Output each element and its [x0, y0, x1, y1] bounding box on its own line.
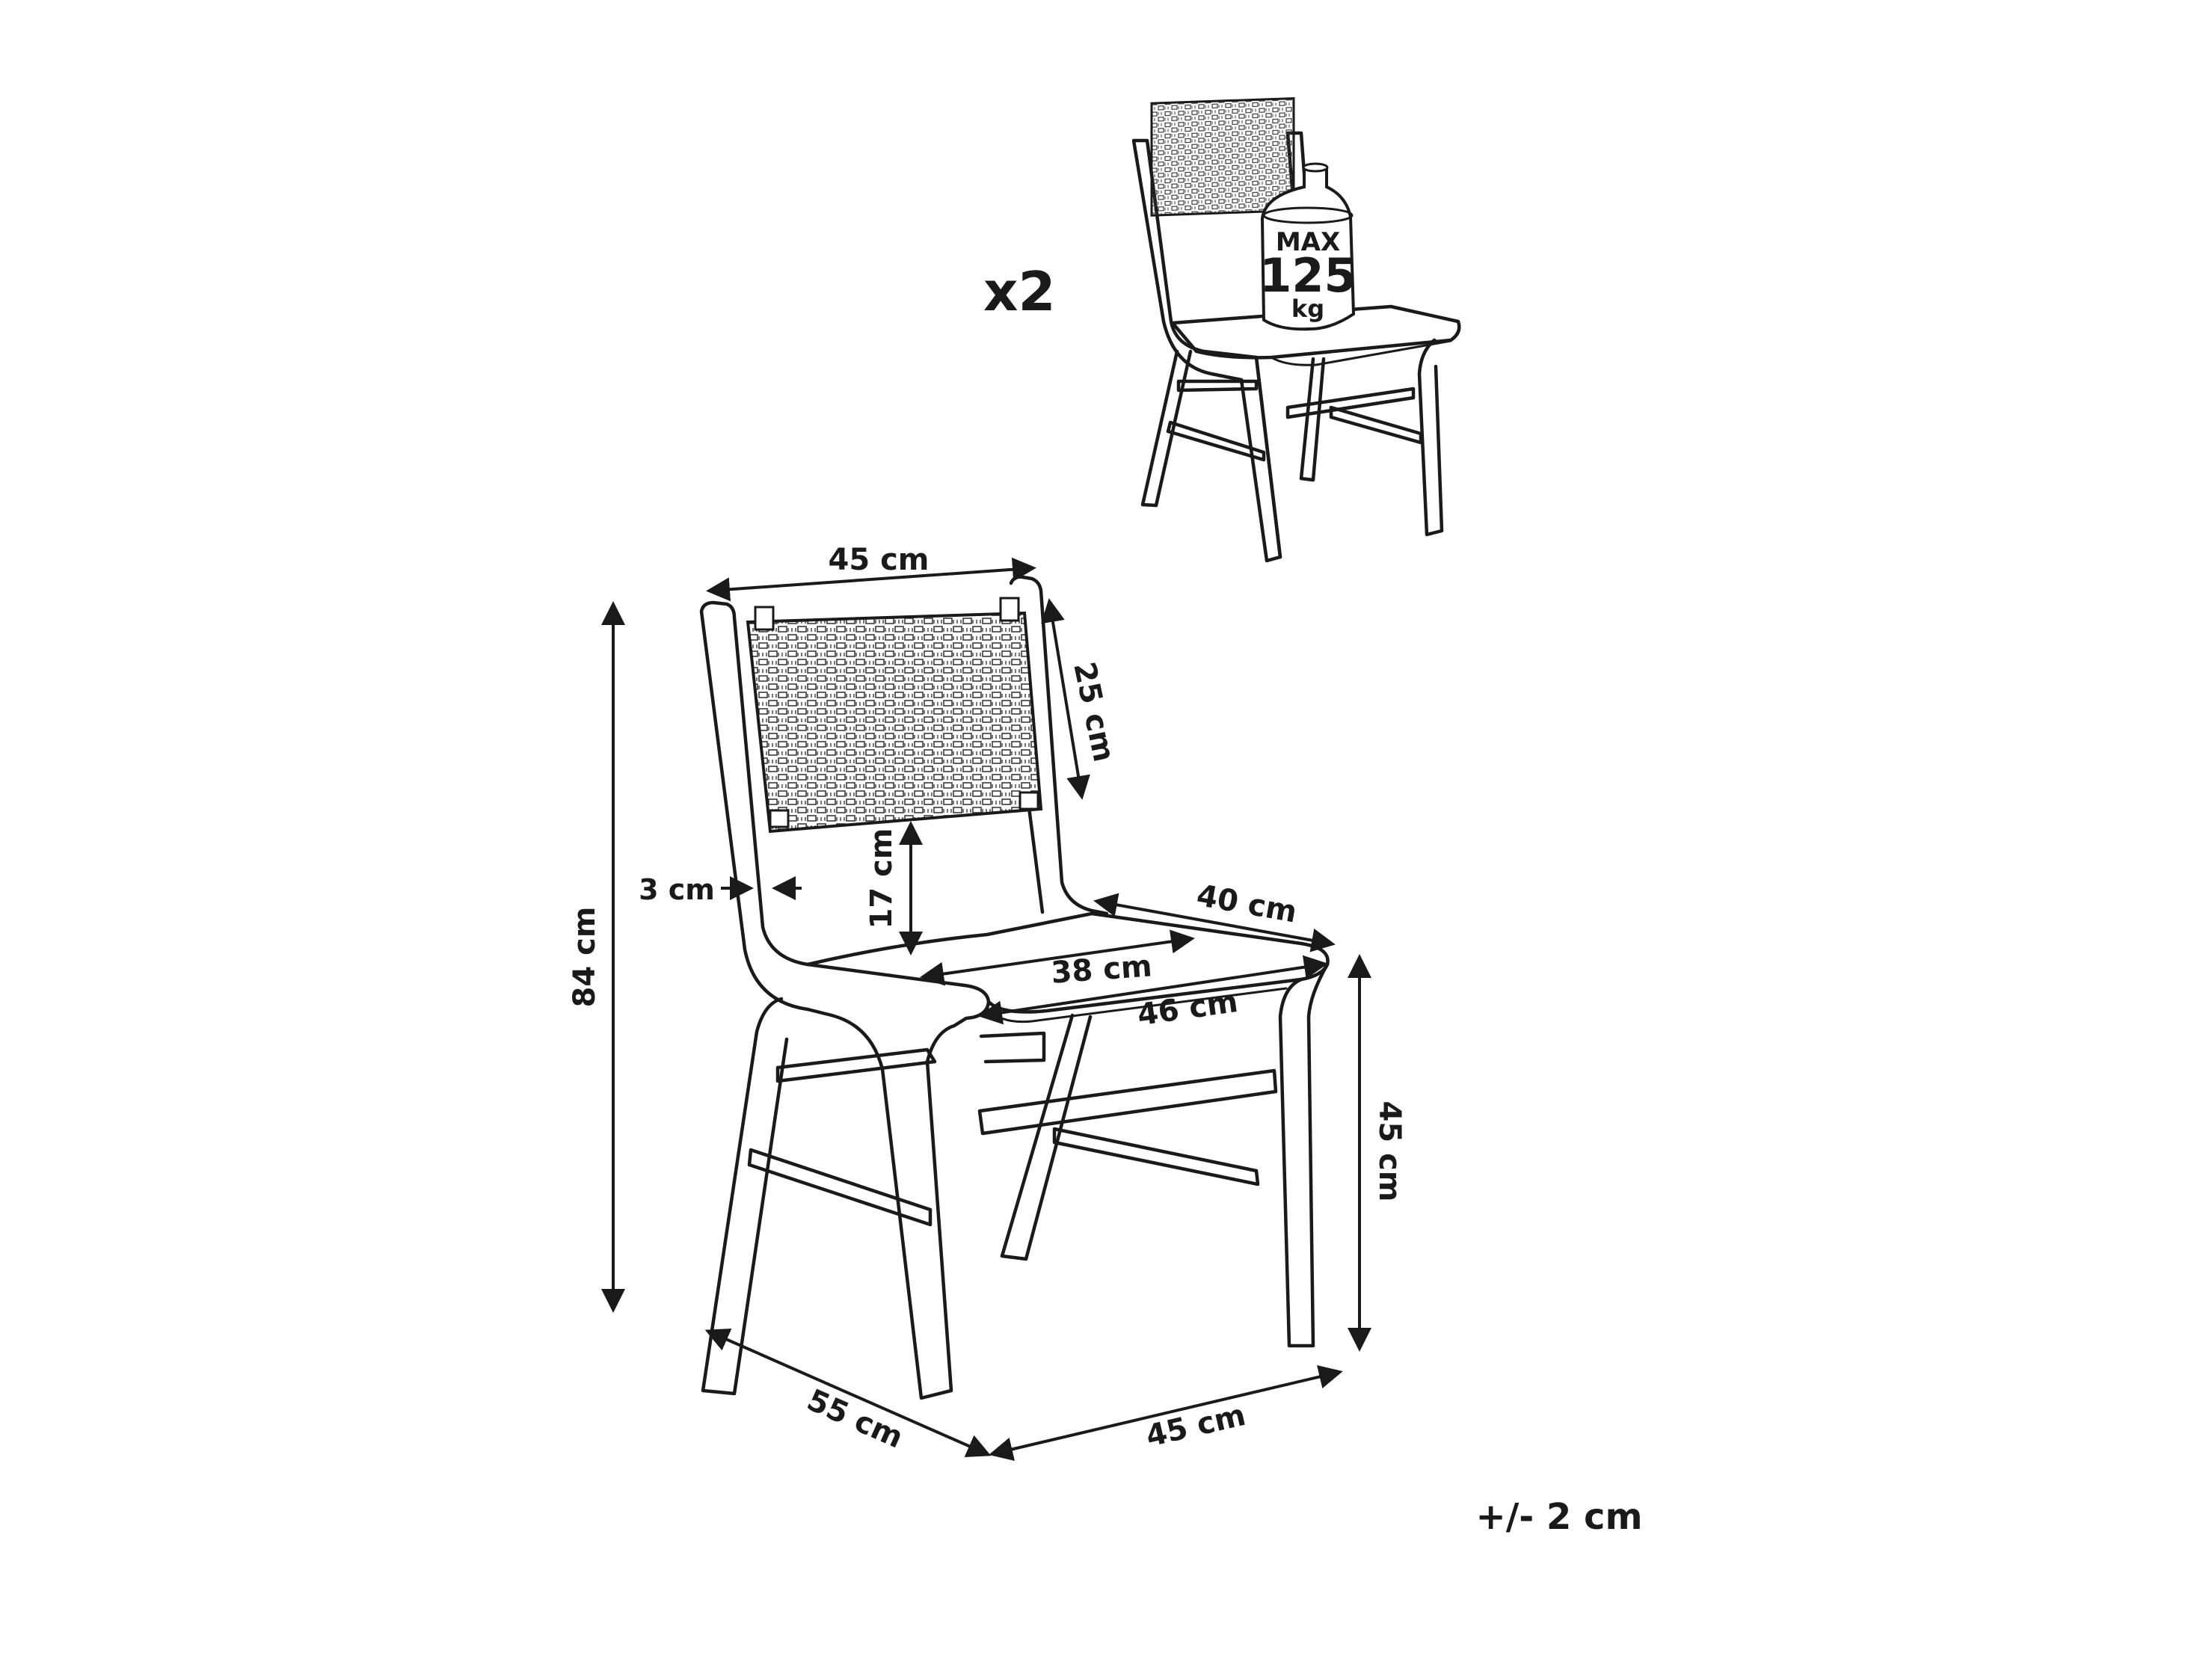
dim-width: [989, 1364, 1343, 1462]
label-seat-to-backrest: 17 cm: [864, 828, 899, 929]
label-seat-height: 45 cm: [1372, 1101, 1407, 1202]
back-right-leg: [1000, 1013, 1093, 1261]
label-frame-thickness: 3 cm: [639, 873, 715, 906]
label-total-height: 84 cm: [568, 907, 602, 1008]
label-backrest-width: 45 cm: [829, 543, 930, 577]
weight-badge-line2: 125: [1259, 248, 1356, 303]
dim-seat-width: [978, 955, 1328, 1025]
backrest-weave: [746, 611, 1043, 834]
front-right-leg: [1278, 962, 1330, 1348]
dim-seat-depth-outer: [1093, 893, 1336, 952]
tolerance-note: +/- 2 cm: [1476, 1496, 1643, 1538]
small-backrest-weave: [1150, 97, 1295, 217]
label-seat-depth-inner: 38 cm: [1050, 949, 1153, 990]
dimension-lines: [601, 557, 1371, 1462]
weight-badge-line1: MAX: [1276, 227, 1340, 257]
dimension-labels: 45 cm 25 cm 84 cm 3 cm 17 cm 40 cm 38 cm…: [568, 543, 1407, 1456]
dim-backrest-width: [706, 557, 1036, 602]
small-front-right-leg: [1417, 338, 1444, 537]
label-depth: 55 cm: [802, 1383, 908, 1456]
small-chair: MAX 125 kg: [1131, 97, 1461, 563]
weight-badge-line3: kg: [1291, 295, 1324, 323]
small-left-frame: [1131, 138, 1282, 563]
dim-depth: [704, 1329, 992, 1457]
dim-backrest-height: [1041, 598, 1090, 800]
label-seat-width: 46 cm: [1135, 985, 1240, 1032]
quantity-label: x2: [983, 260, 1056, 323]
max-weight-badge: MAX 125 kg: [1259, 162, 1357, 331]
